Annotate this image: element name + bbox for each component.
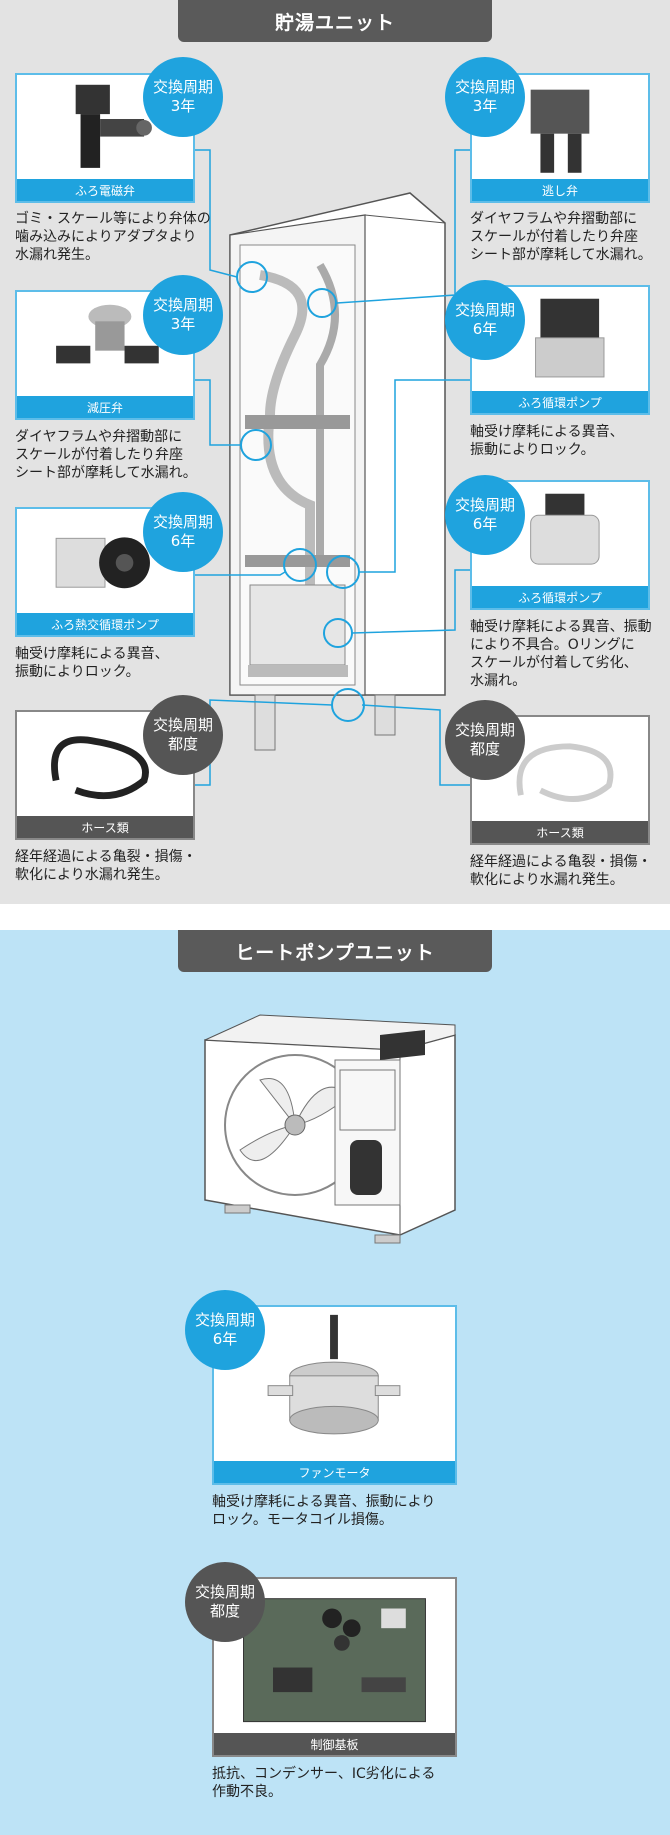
- part-label: ふろ循環ポンプ: [472, 391, 648, 413]
- furo-circulation-pump-image: [535, 298, 605, 378]
- cycle-badge-line2: 都度: [167, 735, 198, 753]
- part-card-pressure-reducer: 減圧弁: [15, 290, 195, 420]
- heatpump-unit-illustration: [204, 1014, 456, 1244]
- cycle-badge-3y: 交換周期 3年: [143, 57, 223, 137]
- cycle-badge-line1: 交換周期: [194, 1583, 255, 1601]
- storage-unit-section: 貯湯ユニット ふろ電: [0, 0, 670, 904]
- relief-valve-image: [530, 89, 590, 173]
- cycle-badge-as-needed: 交換周期 都度: [185, 1562, 265, 1642]
- cycle-badge-line1: 交換周期: [454, 78, 515, 96]
- cycle-badge-line1: 交換周期: [152, 78, 213, 96]
- cycle-badge-6y: 交換周期 6年: [143, 492, 223, 572]
- part-label: 逃し弁: [472, 179, 648, 201]
- cycle-badge-line1: 交換周期: [194, 1311, 255, 1329]
- cycle-badge-line2: 3年: [472, 97, 498, 115]
- part-label: 減圧弁: [17, 396, 193, 418]
- part-card-control-board: 制御基板: [212, 1577, 457, 1757]
- cycle-badge-line1: 交換周期: [454, 496, 515, 514]
- cycle-badge-line1: 交換周期: [152, 513, 213, 531]
- part-desc: 軸受け摩耗による異音、 振動によりロック。: [15, 646, 169, 680]
- fan-motor-image: [267, 1314, 401, 1435]
- part-label: ふろ熱交循環ポンプ: [17, 613, 193, 635]
- pressure-reducing-valve-image: [56, 304, 159, 364]
- cycle-badge-6y: 交換周期 6年: [445, 475, 525, 555]
- cycle-badge-line2: 都度: [209, 1602, 240, 1620]
- cycle-badge-line2: 6年: [472, 320, 498, 338]
- cycle-badge-line2: 6年: [170, 532, 196, 550]
- storage-leader-lines: [195, 149, 470, 786]
- storage-unit-illustration: [229, 192, 446, 751]
- part-label: 制御基板: [214, 1733, 455, 1755]
- part-label: ふろ循環ポンプ: [472, 586, 648, 608]
- cycle-badge-line1: 交換周期: [454, 721, 515, 739]
- black-hose-image: [51, 736, 149, 800]
- part-desc: ダイヤフラムや弁摺動部に スケールが付着したり弁座 シート部が摩耗して水漏れ。: [15, 429, 197, 481]
- heatpump-unit-title: ヒートポンプユニット: [178, 930, 492, 972]
- control-board-image: [243, 1598, 426, 1723]
- cycle-badge-line2: 3年: [170, 97, 196, 115]
- clear-hose-image: [516, 743, 614, 802]
- part-desc: 経年経過による亀裂・損傷・ 軟化により水漏れ発生。: [15, 849, 197, 883]
- cycle-badge-as-needed: 交換周期 都度: [143, 695, 223, 775]
- cycle-badge-line2: 6年: [212, 1330, 238, 1348]
- part-desc: 軸受け摩耗による異音、振動により ロック。モータコイル損傷。: [212, 1494, 436, 1528]
- part-desc: 経年経過による亀裂・損傷・ 軟化により水漏れ発生。: [470, 854, 652, 888]
- part-label: ホース類: [472, 821, 648, 843]
- cycle-badge-6y: 交換周期 6年: [185, 1290, 265, 1370]
- cycle-badge-line1: 交換周期: [152, 296, 213, 314]
- part-desc: ゴミ・スケール等により弁体の 噛み込みによりアダプタより 水漏れ発生。: [15, 211, 211, 263]
- part-label: ふろ電磁弁: [17, 179, 193, 201]
- cycle-badge-line2: 6年: [472, 515, 498, 533]
- part-card-hose-left: ホース類: [15, 710, 195, 840]
- cycle-badge-3y: 交換周期 3年: [143, 275, 223, 355]
- heatpump-unit-section: ヒートポンプユニット ファンモータ 交換周期 6年 軸受け摩耗による異音、振動に…: [0, 930, 670, 1835]
- solenoid-valve-image: [75, 84, 152, 168]
- part-desc: 軸受け摩耗による異音、振動 により不具合。Oリングに スケールが付着して劣化、 …: [470, 619, 652, 689]
- cycle-badge-as-needed: 交換周期 都度: [445, 700, 525, 780]
- storage-unit-title: 貯湯ユニット: [178, 0, 492, 42]
- furo-circulation-pump-image: [530, 493, 600, 565]
- part-card-fan-motor: ファンモータ: [212, 1305, 457, 1485]
- cycle-badge-line1: 交換周期: [152, 716, 213, 734]
- part-desc: 抵抗、コンデンサー、IC劣化による 作動不良。: [212, 1766, 436, 1800]
- part-card-relief-valve: 逃し弁: [470, 73, 650, 203]
- cycle-badge-6y: 交換周期 6年: [445, 280, 525, 360]
- cycle-badge-line2: 都度: [469, 740, 500, 758]
- part-label: ファンモータ: [214, 1461, 455, 1483]
- furo-hx-pump-image: [55, 537, 150, 589]
- cycle-badge-line1: 交換周期: [454, 301, 515, 319]
- cycle-badge-line2: 3年: [170, 315, 196, 333]
- part-desc: 軸受け摩耗による異音、 振動によりロック。: [470, 424, 624, 458]
- part-label: ホース類: [17, 816, 193, 838]
- part-desc: ダイヤフラムや弁摺動部に スケールが付着したり弁座 シート部が摩耗して水漏れ。: [470, 211, 652, 263]
- cycle-badge-3y: 交換周期 3年: [445, 57, 525, 137]
